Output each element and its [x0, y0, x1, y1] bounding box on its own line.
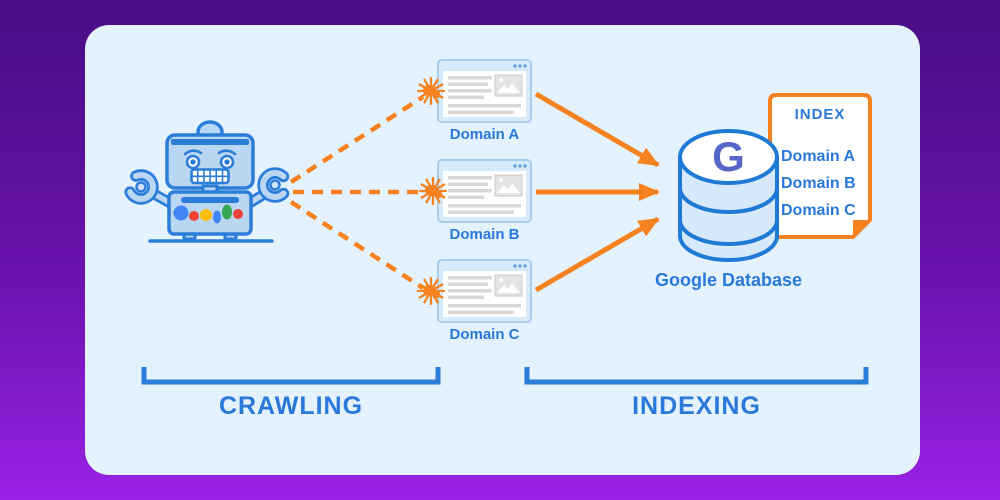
crawl-arrow-domain-c: [289, 200, 425, 290]
database-icon: [678, 129, 779, 262]
index-item-domain-c: Domain C: [781, 202, 856, 219]
index-title: INDEX: [794, 106, 846, 123]
indexing-bracket: [524, 367, 869, 385]
googlebot-robot-icon: [124, 120, 290, 243]
index-arrow-domain-c: [534, 216, 660, 293]
left-claw-icon: [124, 169, 159, 205]
google-database-label: Google Database: [654, 270, 803, 290]
browser-window-icon-domain-a: [437, 59, 532, 123]
domain-c-label: Domain C: [449, 326, 520, 343]
index-item-domain-a: Domain A: [781, 148, 856, 165]
crawl-arrow-domain-a: [289, 95, 425, 184]
browser-window-icon-domain-c: [437, 259, 532, 323]
index-arrow-domain-a: [534, 91, 660, 168]
crawling-label: CRAWLING: [218, 392, 364, 420]
domain-b-label: Domain B: [449, 226, 520, 243]
indexing-label: INDEXING: [632, 392, 761, 420]
index-arrows: [534, 91, 660, 293]
index-item-domain-b: Domain B: [781, 175, 856, 192]
domain-a-label: Domain A: [449, 126, 520, 143]
right-claw-icon: [257, 167, 290, 203]
browser-window-icon-domain-b: [437, 159, 532, 223]
folded-corner-icon: [853, 220, 870, 237]
crawl-dashed-arrows: [289, 95, 425, 290]
crawling-bracket: [141, 367, 441, 385]
database-g-letter: G: [712, 133, 745, 180]
